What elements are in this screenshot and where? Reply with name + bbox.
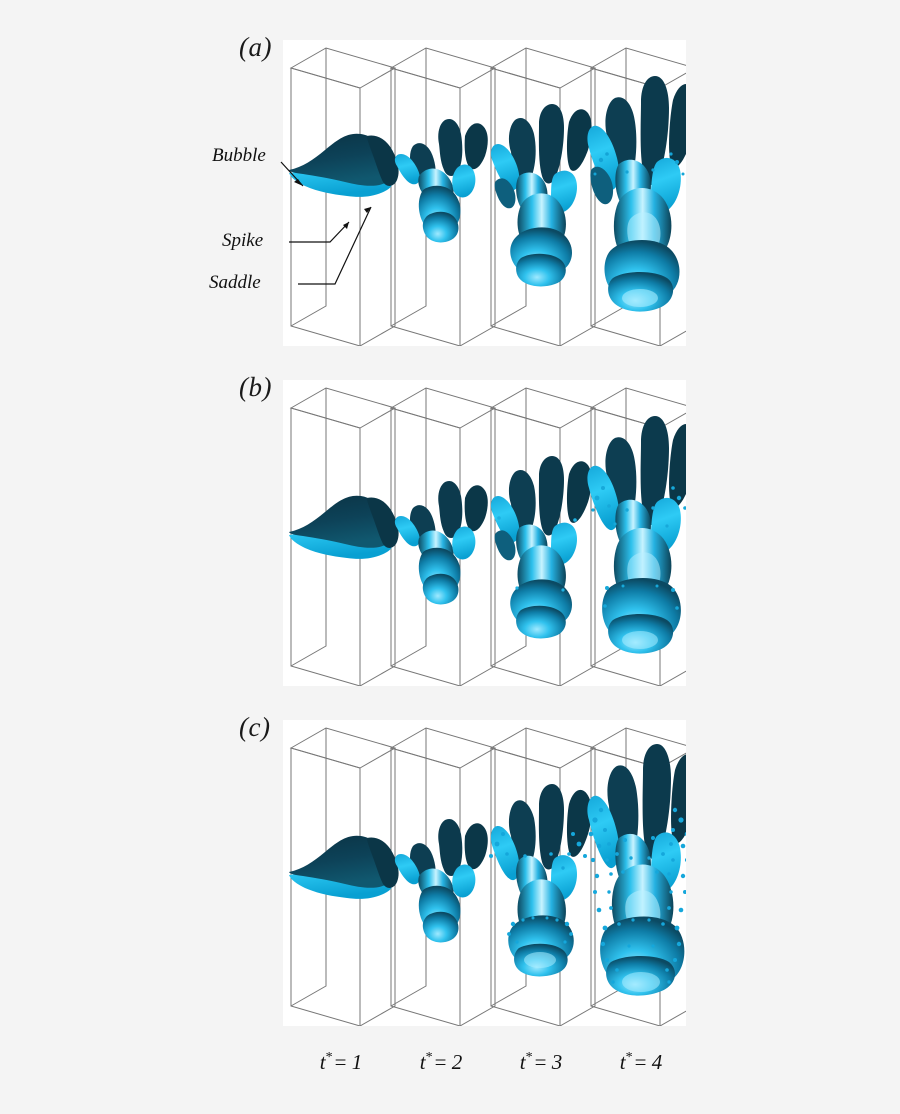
interface-b-t2 bbox=[394, 480, 488, 605]
time-symbol-t1: t bbox=[319, 1050, 326, 1074]
time-label-t1: t*= 1 bbox=[291, 1050, 391, 1075]
box-col-2-b bbox=[389, 387, 497, 686]
time-eq-t4: = bbox=[634, 1050, 647, 1074]
droplets-b-t4 bbox=[591, 486, 686, 610]
time-star-t4: * bbox=[625, 1050, 633, 1065]
interface-a-t3 bbox=[490, 104, 592, 287]
panel-label-b: (b) bbox=[239, 372, 272, 402]
time-label-t3: t*= 3 bbox=[491, 1050, 591, 1075]
interface-c-t1 bbox=[289, 835, 399, 899]
time-star-t1: * bbox=[325, 1050, 333, 1065]
interface-c-t4 bbox=[587, 744, 686, 996]
time-value-t2: 2 bbox=[451, 1050, 463, 1074]
interface-a-t2 bbox=[394, 118, 488, 243]
time-symbol-t2: t bbox=[419, 1050, 426, 1074]
droplets-a-t4 bbox=[593, 152, 685, 176]
panel-a-canvas bbox=[289, 47, 686, 346]
panel-label-c: (c) bbox=[239, 712, 271, 742]
time-star-t2: * bbox=[425, 1050, 433, 1065]
annotation-spike: Spike bbox=[222, 230, 264, 251]
time-eq-t3: = bbox=[534, 1050, 547, 1074]
panel-c bbox=[283, 720, 686, 1026]
annotation-bubble: Bubble bbox=[212, 145, 266, 166]
interface-a-t1 bbox=[289, 133, 399, 197]
box-col-1-c bbox=[289, 727, 397, 1026]
box-col-1-a bbox=[289, 47, 397, 346]
time-symbol-t3: t bbox=[519, 1050, 526, 1074]
time-value-t3: 3 bbox=[551, 1050, 563, 1074]
droplets-c-t4 bbox=[588, 807, 686, 984]
interface-c-t2 bbox=[394, 818, 488, 943]
box-wireframes-b bbox=[289, 387, 686, 686]
interface-b-t3 bbox=[490, 456, 592, 639]
interface-c-t3 bbox=[489, 784, 592, 977]
interface-b-t4 bbox=[587, 416, 686, 654]
time-star-t3: * bbox=[525, 1050, 533, 1065]
panel-c-canvas bbox=[289, 727, 686, 1026]
panel-b bbox=[283, 380, 686, 686]
droplets-b-t3 bbox=[497, 516, 577, 592]
annotation-saddle: Saddle bbox=[209, 272, 261, 293]
box-col-1-b bbox=[289, 387, 397, 686]
droplets-c-t3 bbox=[489, 832, 587, 944]
time-label-t4: t*= 4 bbox=[591, 1050, 691, 1075]
time-eq-t2: = bbox=[434, 1050, 447, 1074]
time-eq-t1: = bbox=[334, 1050, 347, 1074]
interface-a-t4 bbox=[587, 76, 686, 312]
panel-b-canvas bbox=[289, 387, 686, 686]
time-label-t2: t*= 2 bbox=[391, 1050, 491, 1075]
time-symbol-t4: t bbox=[619, 1050, 626, 1074]
interface-b-t1 bbox=[289, 495, 399, 559]
time-value-t4: 4 bbox=[651, 1050, 663, 1074]
panel-label-a: (a) bbox=[239, 32, 272, 62]
time-value-t1: 1 bbox=[351, 1050, 363, 1074]
panel-a bbox=[283, 40, 686, 346]
